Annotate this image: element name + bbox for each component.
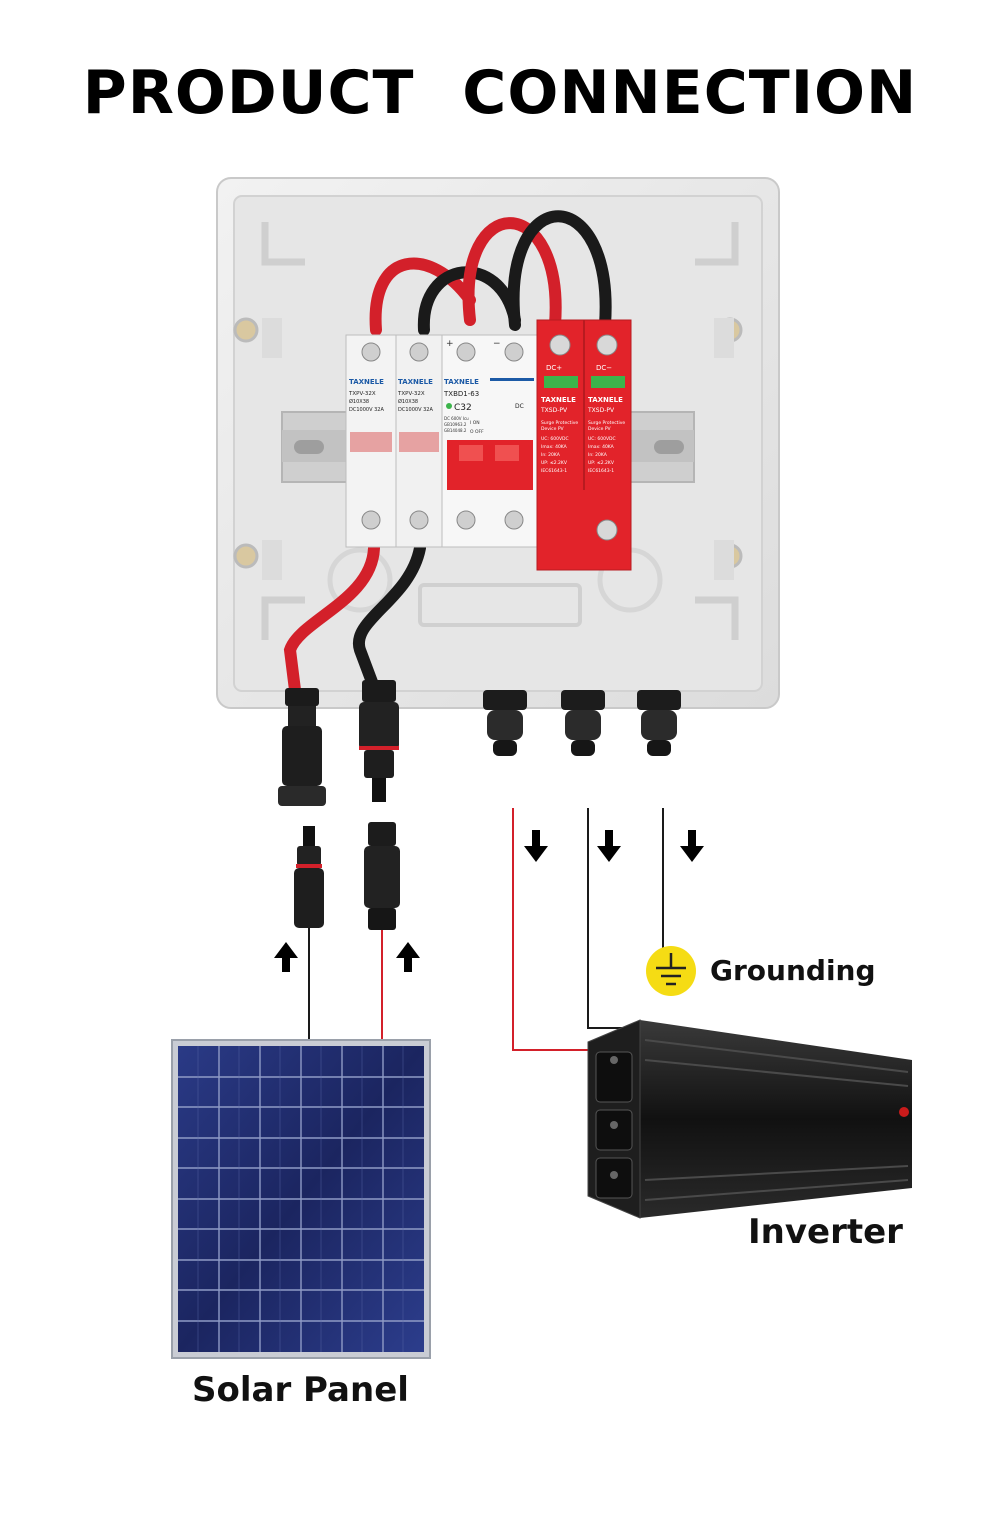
- spd-in-1: In: 20KA: [541, 452, 561, 458]
- internal-wiring: [283, 210, 612, 696]
- spd-minus-label: DC−: [596, 364, 612, 372]
- solar-panel-image: [171, 1039, 431, 1359]
- spd-desc2-2: Device PV: [588, 426, 612, 432]
- spd-imax-2: Imax: 40KA: [588, 444, 615, 450]
- mcb-curve: C32: [454, 403, 472, 413]
- spd-uc-2: UC: 600VDC: [588, 436, 616, 442]
- arrow-down-icon: [524, 830, 704, 862]
- ground-icon: [646, 946, 696, 996]
- mcb-std1: GB10963.2: [444, 422, 467, 427]
- page-title: PRODUCT CONNECTION: [82, 58, 918, 128]
- spd-std-2: IEC61643-1: [588, 468, 614, 474]
- fuse-size-1: Ø10X38: [349, 398, 369, 405]
- spd-desc1-2: Surge Protective: [588, 420, 625, 426]
- mcb-std2: GB14048.2: [444, 428, 467, 433]
- fuse-model-2: TXPV-32X: [397, 391, 425, 397]
- spd-brand-2: TAXNELE: [588, 396, 623, 404]
- fuse-rating-2: DC1000V 32A: [398, 407, 433, 413]
- fuse-size-2: Ø10X38: [398, 398, 418, 405]
- spd-std-1: IEC61643-1: [541, 468, 567, 474]
- cable-gland-3: [637, 690, 681, 756]
- spd-plus-label: DC+: [546, 364, 562, 372]
- spd-up-1: UP: ≤2.2KV: [541, 460, 568, 466]
- mcb-on: I ON: [470, 420, 480, 426]
- spd-uc-1: UC: 600VDC: [541, 436, 569, 442]
- mcb-rating: DC 600V Icu: [444, 416, 469, 421]
- terminal-plus-label: +: [446, 339, 454, 349]
- spd-desc1-1: Surge Protective: [541, 420, 578, 426]
- spd-imax-1: Imax: 40KA: [541, 444, 568, 450]
- grounding-label: Grounding: [710, 954, 876, 987]
- mcb-brand: TAXNELE: [444, 378, 479, 386]
- inverter-label: Inverter: [748, 1212, 903, 1252]
- box-mc4-connector-red: [278, 688, 326, 806]
- spd-model-1: TXSD-PV: [540, 407, 568, 414]
- cable-gland-2: [561, 690, 605, 756]
- fuse-holder-2: TAXNELE TXPV-32X Ø10X38 DC1000V 32A: [395, 334, 443, 548]
- panel-mc4-connector-red: [364, 822, 400, 930]
- mcb-model: TXBD1-63: [443, 390, 479, 398]
- spd-desc2-1: Device PV: [541, 426, 565, 432]
- cable-gland-1: [483, 690, 527, 756]
- fuse-holder-1: TAXNELE TXPV-32X Ø10X38 DC1000V 32A: [345, 334, 397, 548]
- mcb-dc: DC: [515, 403, 524, 410]
- surge-protective-device: DC+ DC− TAXNELE TAXNELE TXSD-PV TXSD-PV …: [536, 319, 632, 571]
- mcb-off: O OFF: [470, 429, 484, 435]
- inverter-image: [587, 1019, 912, 1219]
- spd-brand-1: TAXNELE: [541, 396, 576, 404]
- fuse-brand-2: TAXNELE: [398, 378, 433, 386]
- box-mc4-connector-black: [359, 680, 399, 802]
- spd-up-2: UP: ≤2.2KV: [588, 460, 615, 466]
- fuse-model-1: TXPV-32X: [348, 391, 376, 397]
- spd-in-2: In: 20KA: [588, 452, 608, 458]
- panel-leads: [308, 928, 383, 1042]
- arrow-up-icon: [274, 942, 420, 972]
- panel-mc4-connector-black: [294, 826, 324, 928]
- solar-panel-label: Solar Panel: [192, 1370, 409, 1410]
- fuse-brand-1: TAXNELE: [349, 378, 384, 386]
- terminal-minus-label: −: [493, 339, 501, 349]
- dc-circuit-breaker: + − TAXNELE TXBD1-63 C32 DC DC 600V Icu …: [441, 334, 538, 548]
- spd-model-2: TXSD-PV: [587, 407, 615, 414]
- fuse-rating-1: DC1000V 32A: [349, 407, 384, 413]
